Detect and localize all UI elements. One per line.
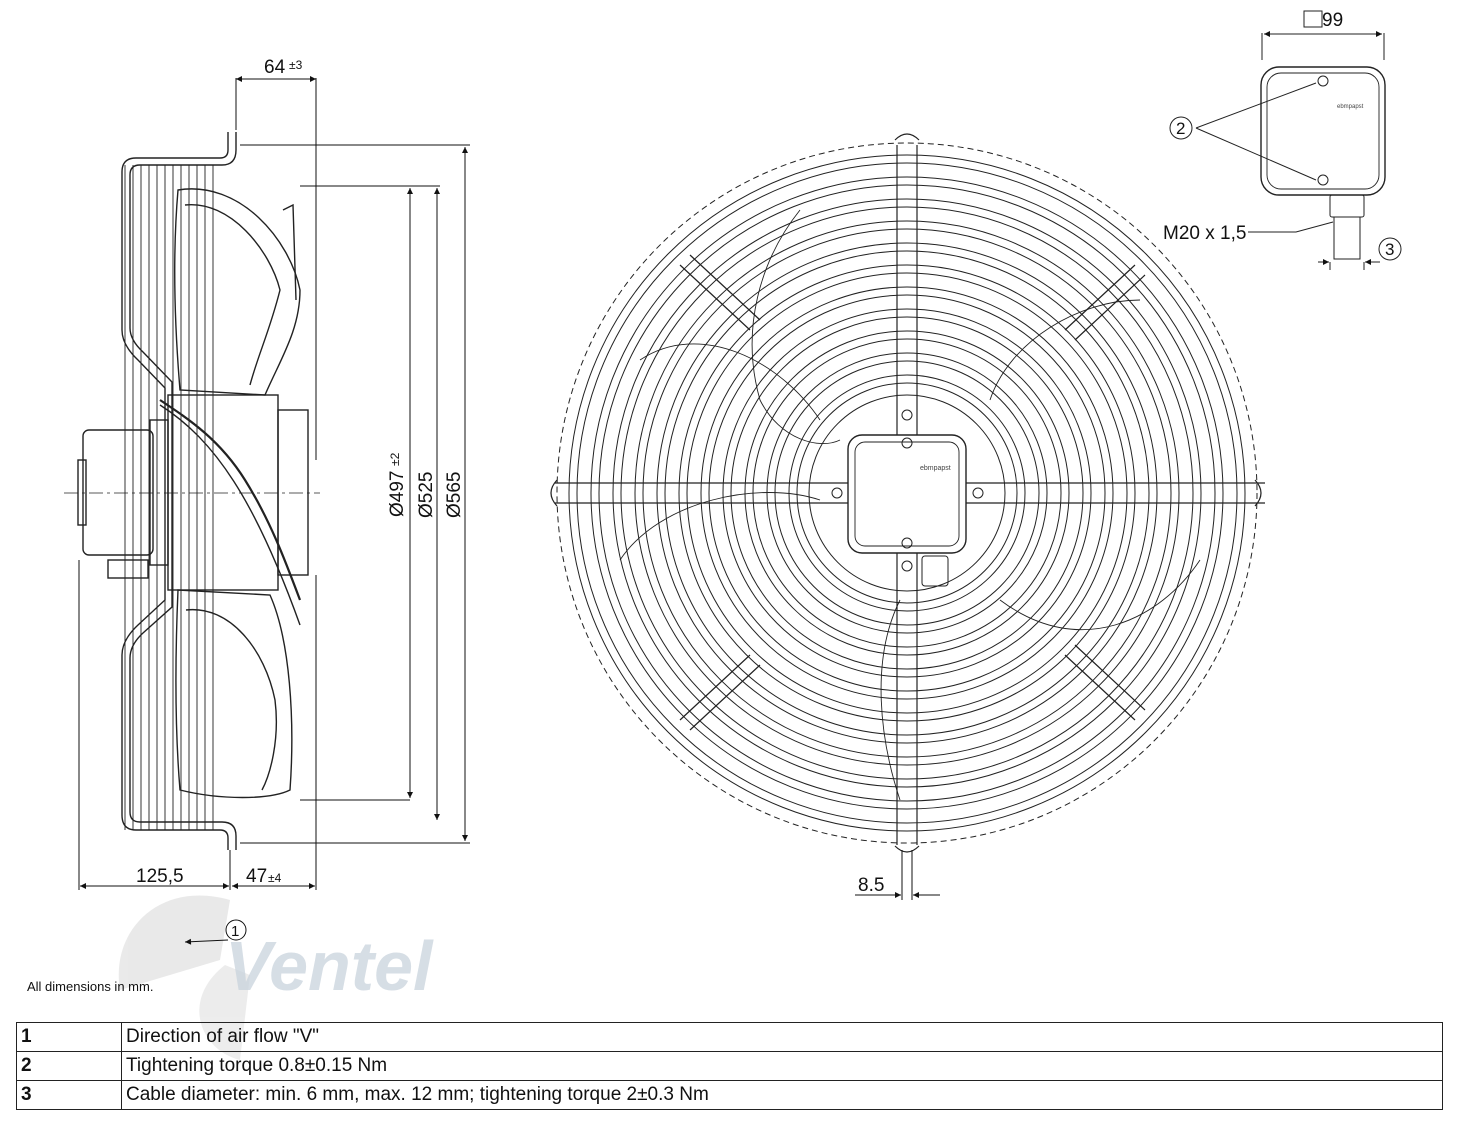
airflow-callout: [184, 919, 247, 945]
legend-number: 3: [16, 1080, 122, 1110]
callout-1-label: 1: [231, 923, 239, 940]
legend-row: 2 Tightening torque 0.8±0.15 Nm: [16, 1051, 1443, 1081]
front-brand-label: ebmpapst: [920, 465, 951, 472]
dim-47: 47: [246, 866, 267, 887]
dim-8-5: 8.5: [858, 875, 884, 896]
legend-table: 1 Direction of air flow "V" 2 Tightening…: [16, 1022, 1443, 1110]
fan-side-view: [64, 132, 320, 850]
fan-front-view: [550, 133, 1265, 853]
legend-text: Direction of air flow "V": [121, 1022, 1443, 1052]
units-note: All dimensions in mm.: [27, 979, 154, 994]
dim-125-5: 125,5: [136, 866, 184, 887]
legend-number: 2: [16, 1051, 122, 1081]
dim-47-tolerance: ±4: [268, 871, 282, 885]
hole-dimension: [855, 850, 940, 900]
dim-497: Ø497: [387, 471, 408, 517]
dim-525: Ø525: [416, 472, 437, 518]
legend-row: 3 Cable diameter: min. 6 mm, max. 12 mm;…: [16, 1080, 1443, 1110]
dim-497-tolerance: ±2: [388, 452, 402, 466]
watermark-text: Ventel: [225, 927, 434, 1005]
dim-565: Ø565: [444, 472, 465, 518]
side-dimensions: [78, 76, 470, 890]
legend-number: 1: [16, 1022, 122, 1052]
legend-text: Cable diameter: min. 6 mm, max. 12 mm; t…: [121, 1080, 1443, 1110]
legend-text: Tightening torque 0.8±0.15 Nm: [121, 1051, 1443, 1081]
callout-3-label: 3: [1385, 240, 1394, 259]
dim-64-tolerance: ±3: [289, 58, 303, 72]
terminal-box-brand: ebmpapst: [1337, 104, 1364, 110]
callout-2-label: 2: [1176, 119, 1185, 138]
dim-99: 99: [1322, 10, 1343, 31]
dim-m20: M20 x 1,5: [1163, 223, 1246, 244]
terminal-box: [1169, 10, 1402, 270]
legend-row: 1 Direction of air flow "V": [16, 1022, 1443, 1052]
dim-64: 64: [264, 57, 286, 78]
